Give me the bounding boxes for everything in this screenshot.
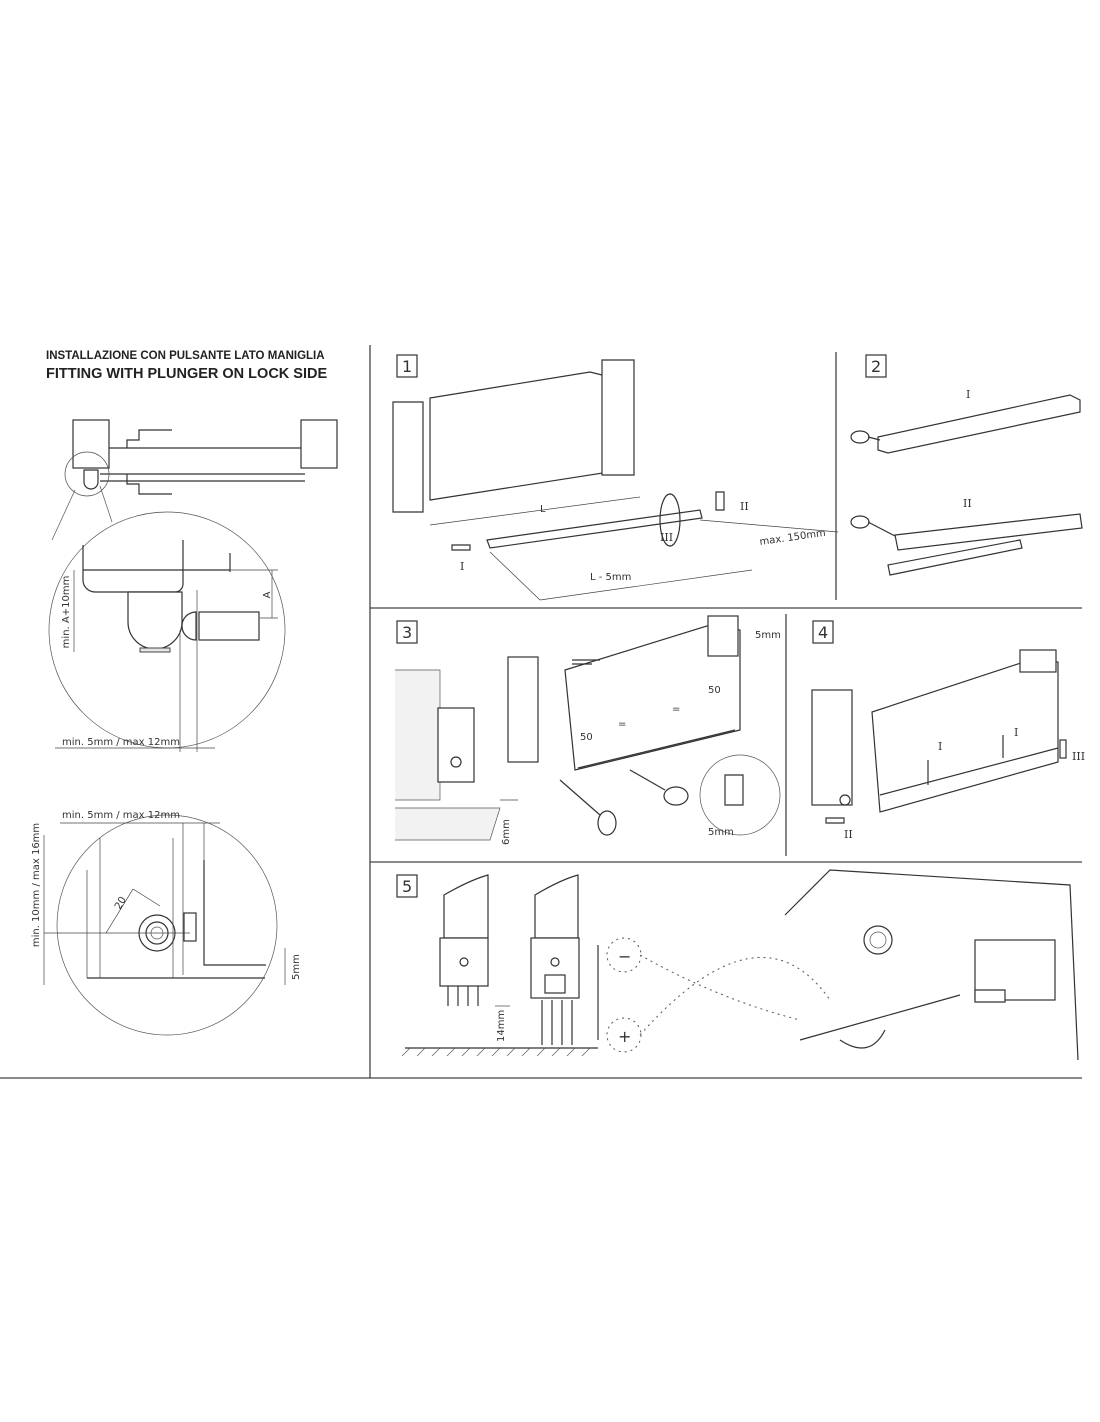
step-number: 3 bbox=[402, 623, 412, 642]
label-iii: III bbox=[660, 531, 673, 544]
step-number: 4 bbox=[818, 623, 828, 642]
label-ii: II bbox=[740, 500, 749, 513]
label-eq-1: = bbox=[618, 719, 626, 730]
label-max-150: max. 150mm bbox=[759, 528, 827, 548]
label-i: I bbox=[966, 388, 970, 401]
step-1: 1 L III II I L - 5mm max. 150mm bbox=[392, 354, 839, 601]
label-minus: − bbox=[618, 947, 631, 966]
step-2: 2 I II bbox=[850, 354, 1083, 576]
label-5mm-detail: 5mm bbox=[708, 827, 734, 838]
step-number: 5 bbox=[402, 877, 412, 896]
label-i: I bbox=[460, 560, 464, 573]
step-number: 1 bbox=[402, 357, 412, 376]
step-number-box bbox=[396, 354, 418, 378]
label-ii: II bbox=[844, 828, 853, 841]
step-number: 2 bbox=[871, 357, 881, 376]
step-3: 3 6mm 5mm 50 = = 50 5mm bbox=[395, 615, 781, 845]
label-iii: III bbox=[1072, 750, 1085, 763]
dim-5mm: 5mm bbox=[291, 954, 302, 980]
label-i-b: I bbox=[1014, 726, 1018, 739]
dim-gap-top: min. 5mm / max 12mm bbox=[62, 737, 180, 748]
label-5mm-top: 5mm bbox=[755, 630, 781, 641]
dim-a: A bbox=[262, 591, 273, 598]
label-eq-2: = bbox=[672, 704, 680, 715]
label-6mm: 6mm bbox=[501, 819, 512, 845]
label-plus: + bbox=[618, 1027, 631, 1046]
label-ii: II bbox=[963, 497, 972, 510]
label-i-a: I bbox=[938, 740, 942, 753]
label-l-minus-5: L - 5mm bbox=[590, 572, 631, 583]
dim-min-a-plus-10: min. A+10mm bbox=[61, 576, 72, 649]
step-5: 5 14mm − + bbox=[396, 869, 1079, 1061]
label-50-right: 50 bbox=[708, 685, 721, 696]
label-14mm: 14mm bbox=[496, 1010, 507, 1042]
detail-circle-bottom: min. 5mm / max 12mm min. 10mm / max 16mm… bbox=[31, 810, 302, 1036]
plan-view bbox=[51, 419, 338, 541]
dim-min-10-max-16: min. 10mm / max 16mm bbox=[31, 823, 42, 947]
dim-20: 20 bbox=[113, 895, 129, 912]
label-50-left: 50 bbox=[580, 732, 593, 743]
dim-gap-bottom: min. 5mm / max 12mm bbox=[62, 810, 180, 821]
label-l: L bbox=[540, 504, 546, 515]
title-english: FITTING WITH PLUNGER ON LOCK SIDE bbox=[46, 366, 327, 382]
step-4: 4 I I III II bbox=[811, 620, 1085, 841]
detail-circle-top: min. A+10mm A min. 5mm / max 12mm bbox=[48, 511, 286, 752]
title-italian: INSTALLAZIONE CON PULSANTE LATO MANIGLIA bbox=[46, 350, 325, 362]
